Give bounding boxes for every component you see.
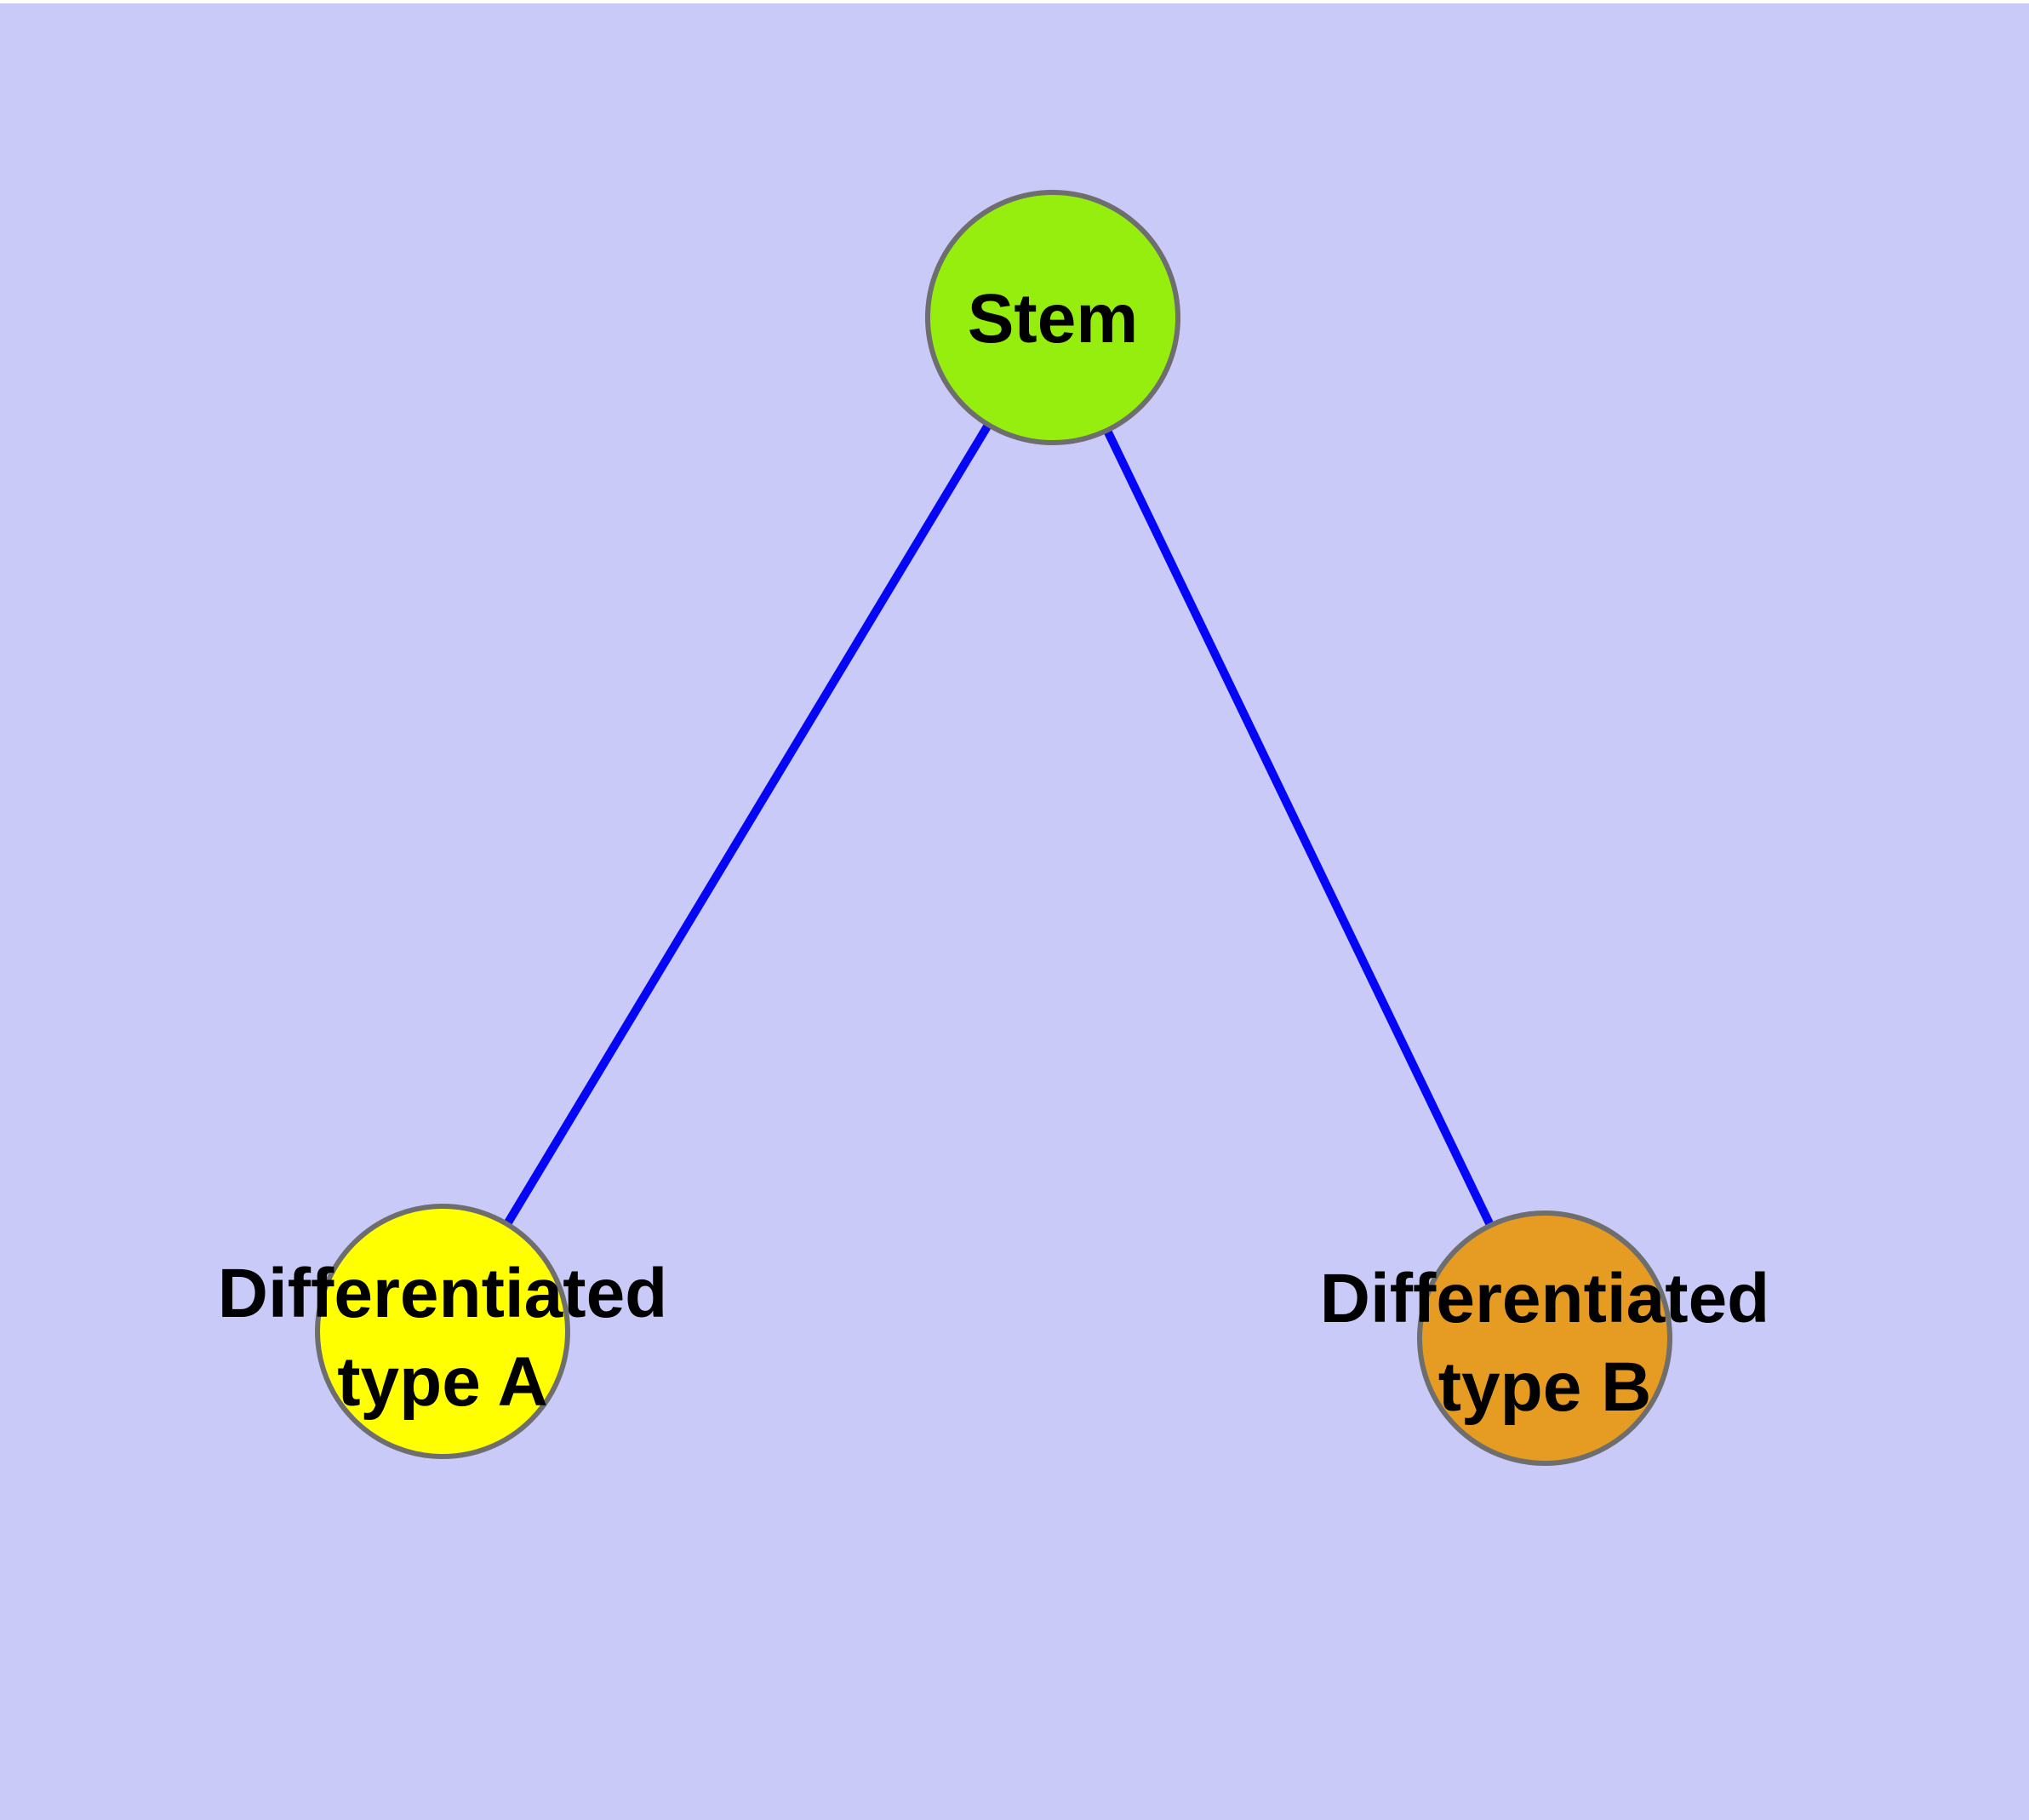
edge-stem-to-typeA [438,315,1057,1334]
window-top-edge [0,0,2029,3]
node-typeA-label: Differentiated type A [218,1250,668,1427]
node-typeA-label-line2: type A [337,1343,548,1421]
node-typeA-label-line1: Differentiated [217,1255,668,1332]
node-typeB-label: Differentiated type B [1320,1255,1770,1432]
edge-stem-to-typeB [1049,315,1549,1341]
node-typeB-label-line2: type B [1437,1348,1652,1426]
node-differentiated-type-a[interactable] [315,1204,570,1459]
node-typeB-label-line1: Differentiated [1319,1260,1770,1337]
node-stem[interactable] [925,190,1180,445]
node-stem-label: Stem [967,280,1139,358]
node-differentiated-type-b[interactable] [1417,1210,1672,1466]
